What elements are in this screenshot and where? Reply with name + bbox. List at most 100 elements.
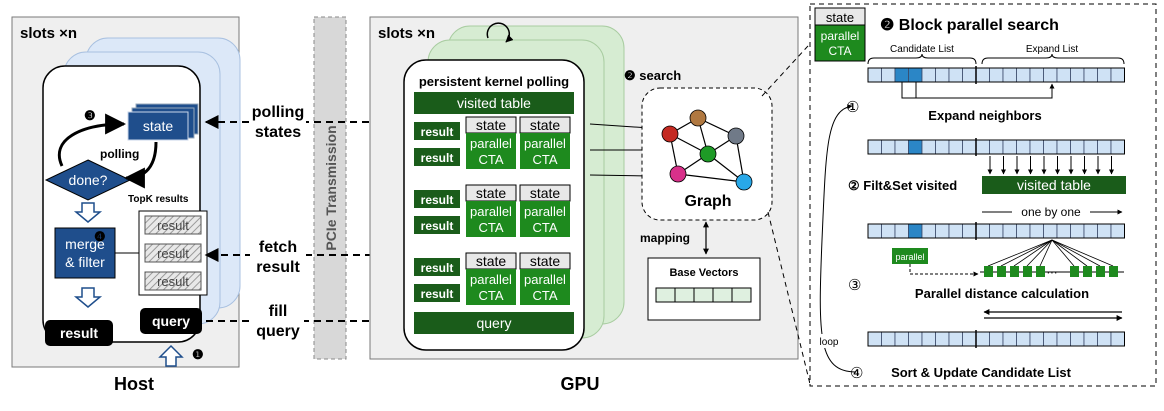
- hollow-arrow-down-1: [73, 202, 103, 223]
- gpu-query-label: query: [476, 315, 511, 331]
- block-search-title: ❷ Block parallel search: [880, 17, 1059, 34]
- list-cell: [962, 67, 977, 83]
- host-query-label: query: [152, 313, 190, 329]
- kernel-label: persistent kernel polling: [419, 74, 569, 89]
- cta-label-line1: parallel: [470, 136, 512, 151]
- step1-marker: ①: [846, 99, 859, 116]
- list-cell: [1029, 139, 1044, 155]
- loop-arrow-to-state: [57, 113, 127, 167]
- list-cell: [962, 223, 977, 239]
- loop-label-bg: [817, 334, 841, 348]
- list-cell: [908, 139, 923, 155]
- gpu-result-badge: [414, 258, 460, 276]
- list-cell: [1016, 139, 1031, 155]
- base-vector-cell: [731, 287, 752, 303]
- list-cell: [921, 67, 936, 83]
- legend-cta-label-1: parallel: [821, 29, 860, 43]
- filter-arrows: [987, 156, 1114, 175]
- list-cell: [975, 67, 990, 83]
- parallel-cell: [1109, 266, 1118, 277]
- list-cell: [935, 331, 950, 347]
- list-cell: [1056, 223, 1071, 239]
- cta-state-label: state: [476, 185, 507, 201]
- list-cell: [1016, 67, 1031, 83]
- fan-line: [1051, 239, 1114, 267]
- parallel-cell: [1083, 266, 1092, 277]
- cta-label-line2: CTA: [532, 220, 557, 235]
- pcie-label: PCIe Transmission: [323, 125, 339, 250]
- candidate-list-label: Candidate List: [890, 44, 954, 55]
- list-cell: [975, 223, 990, 239]
- list-cell: [1110, 67, 1125, 83]
- step4-marker: ④: [850, 365, 863, 382]
- cta-label-line2: CTA: [478, 152, 503, 167]
- polling-states-label-2: states: [255, 124, 301, 141]
- list-row-2: [867, 138, 1125, 156]
- list-cell: [1016, 331, 1031, 347]
- host-slots-label: slots ×n: [20, 25, 77, 42]
- cta-box: [520, 269, 570, 305]
- list-cell: [1097, 223, 1112, 239]
- list-cell: [989, 223, 1004, 239]
- cta-label-line1: parallel: [524, 204, 566, 219]
- list-cell: [1110, 139, 1125, 155]
- parallel-cells: [984, 266, 1118, 277]
- list-cell: [921, 223, 936, 239]
- gpu-result-label: result: [421, 287, 454, 301]
- topk-result-label: result: [157, 246, 189, 261]
- graph-node: [689, 109, 707, 127]
- fan-line: [1013, 239, 1053, 267]
- host-title: Host: [114, 374, 154, 394]
- gpu-result-label: result: [421, 151, 454, 165]
- host-step-3: ❸: [84, 108, 96, 123]
- fan-line: [1039, 239, 1053, 267]
- host-done-label: done?: [69, 172, 108, 188]
- list-cell: [1083, 139, 1098, 155]
- parallel-cell: [984, 266, 993, 277]
- graph-node: [669, 165, 687, 183]
- list-cell: [1029, 331, 1044, 347]
- legend-cta-label-2: CTA: [828, 44, 851, 58]
- loop-label: loop: [820, 337, 839, 348]
- list-cell: [1097, 331, 1112, 347]
- list-cell: [1110, 331, 1125, 347]
- host-result-box: [45, 320, 113, 346]
- host-section: slots ×n state ❸ done? polling merge & f…: [11, 16, 241, 394]
- parallel-cell: [1070, 266, 1079, 277]
- cta-box: [466, 133, 516, 169]
- cta-groups: resultresultstateparallelCTAstateparalle…: [414, 116, 571, 305]
- gpu-visited-table: [414, 92, 574, 114]
- base-vectors-label: Base Vectors: [669, 267, 738, 279]
- list-cell: [908, 223, 923, 239]
- base-vector-cell: [693, 287, 714, 303]
- parallel-ellipsis: ···: [1047, 267, 1058, 279]
- list-cell: [1070, 223, 1085, 239]
- host-step-4: ❹: [94, 229, 106, 244]
- fetch-result-label-2: result: [256, 259, 300, 276]
- parallel-cell: [1036, 266, 1045, 277]
- gpu-result-badge: [414, 284, 460, 302]
- graph-node: [699, 145, 717, 163]
- list-cell: [867, 67, 882, 83]
- list-cell: [1043, 67, 1058, 83]
- done-diamond: [44, 159, 132, 201]
- list-cell: [989, 331, 1004, 347]
- cta-label-line1: parallel: [470, 272, 512, 287]
- block-search-section: state parallel CTA ❷ Block parallel sear…: [809, 3, 1157, 387]
- fan-line: [1000, 239, 1053, 267]
- list-cell: [921, 331, 936, 347]
- cta-state-label: state: [530, 253, 561, 269]
- host-query-box: [140, 308, 202, 334]
- loop-arrow-to-done: [123, 141, 158, 189]
- hollow-arrow-down-2: [73, 287, 103, 308]
- parallel-arrow: [909, 264, 979, 277]
- list-cell: [975, 331, 990, 347]
- list-cell: [935, 223, 950, 239]
- merge-label-2: & filter: [65, 254, 105, 270]
- gpu-result-label: result: [421, 125, 454, 139]
- list-cell: [867, 223, 882, 239]
- list-cell: [881, 67, 896, 83]
- fetch-result-label-bg: [250, 236, 306, 278]
- list-cell: [908, 67, 923, 83]
